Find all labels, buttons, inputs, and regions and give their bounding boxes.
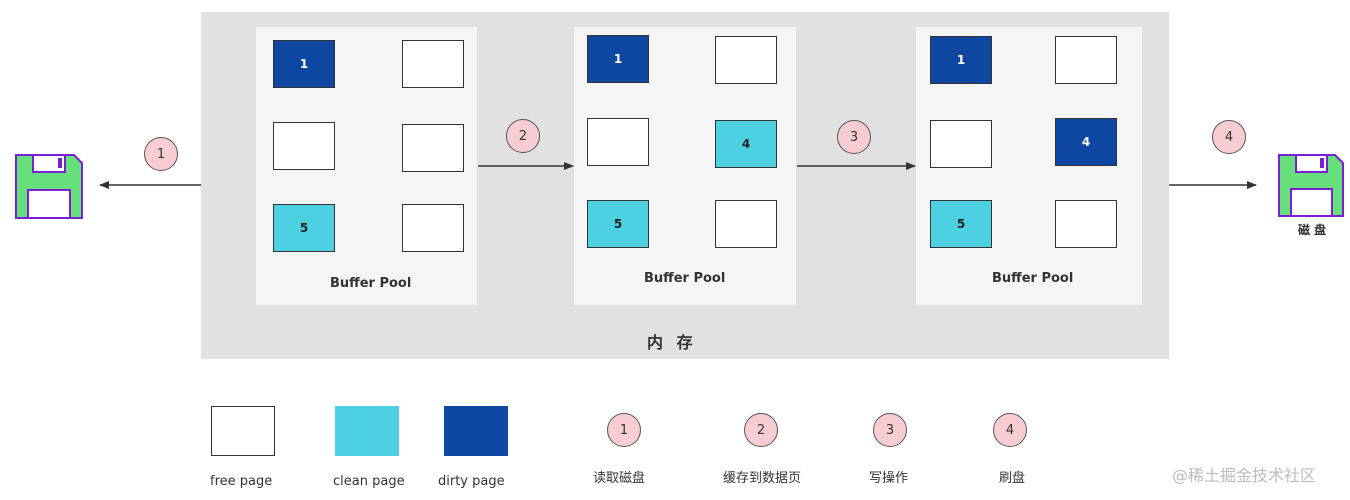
legend-clean-page-label: clean page bbox=[333, 474, 405, 489]
free-page bbox=[1055, 200, 1117, 248]
buffer-pool-label: Buffer Pool bbox=[330, 276, 412, 291]
floppy-disk-icon bbox=[15, 154, 83, 219]
free-page bbox=[402, 204, 464, 252]
legend-step-1-circle: 1 bbox=[607, 413, 641, 447]
free-page bbox=[402, 40, 464, 88]
legend-step-1-label: 读取磁盘 bbox=[593, 471, 646, 486]
clean-page: 5 bbox=[587, 200, 649, 248]
legend-dirty-page-label: dirty page bbox=[438, 474, 505, 489]
step-2-circle: 2 bbox=[506, 119, 540, 153]
legend-step-4-circle: 4 bbox=[993, 413, 1027, 447]
free-page bbox=[273, 122, 335, 170]
free-page bbox=[715, 36, 777, 84]
dirty-page: 1 bbox=[587, 35, 649, 83]
legend-step-4-label: 刷盘 bbox=[999, 471, 1026, 486]
disk-label: 磁 盘 bbox=[1298, 223, 1327, 237]
legend-dirty-page-swatch bbox=[444, 406, 508, 456]
free-page bbox=[402, 124, 464, 172]
step-4-circle: 4 bbox=[1212, 120, 1246, 154]
watermark: @稀土掘金技术社区 bbox=[1172, 466, 1317, 485]
dirty-page: 4 bbox=[1055, 118, 1117, 166]
clean-page: 4 bbox=[715, 120, 777, 168]
free-page bbox=[715, 200, 777, 248]
free-page bbox=[587, 118, 649, 166]
clean-page: 5 bbox=[930, 200, 992, 248]
dirty-page: 1 bbox=[930, 36, 992, 84]
buffer-pool-2: 1 4 5 Buffer Pool bbox=[574, 27, 796, 305]
dirty-page: 1 bbox=[273, 40, 335, 88]
legend-clean-page-swatch bbox=[335, 406, 399, 456]
legend-step-3-circle: 3 bbox=[873, 413, 907, 447]
clean-page: 5 bbox=[273, 204, 335, 252]
step-3-circle: 3 bbox=[837, 120, 871, 154]
step-1-circle: 1 bbox=[144, 137, 178, 171]
buffer-pool-label: Buffer Pool bbox=[992, 271, 1074, 286]
legend-step-2-circle: 2 bbox=[744, 413, 778, 447]
buffer-pool-1: 1 5 Buffer Pool bbox=[256, 27, 477, 305]
legend-step-3-label: 写操作 bbox=[869, 471, 909, 486]
buffer-pool-3: 1 4 5 Buffer Pool bbox=[916, 27, 1142, 305]
legend-free-page-swatch bbox=[211, 406, 275, 456]
legend-free-page-label: free page bbox=[210, 474, 273, 489]
memory-label: 内 存 bbox=[647, 333, 697, 352]
legend-step-2-label: 缓存到数据页 bbox=[723, 471, 802, 486]
buffer-pool-label: Buffer Pool bbox=[644, 271, 726, 286]
floppy-disk-icon bbox=[1278, 154, 1344, 217]
free-page bbox=[930, 120, 992, 168]
free-page bbox=[1055, 36, 1117, 84]
